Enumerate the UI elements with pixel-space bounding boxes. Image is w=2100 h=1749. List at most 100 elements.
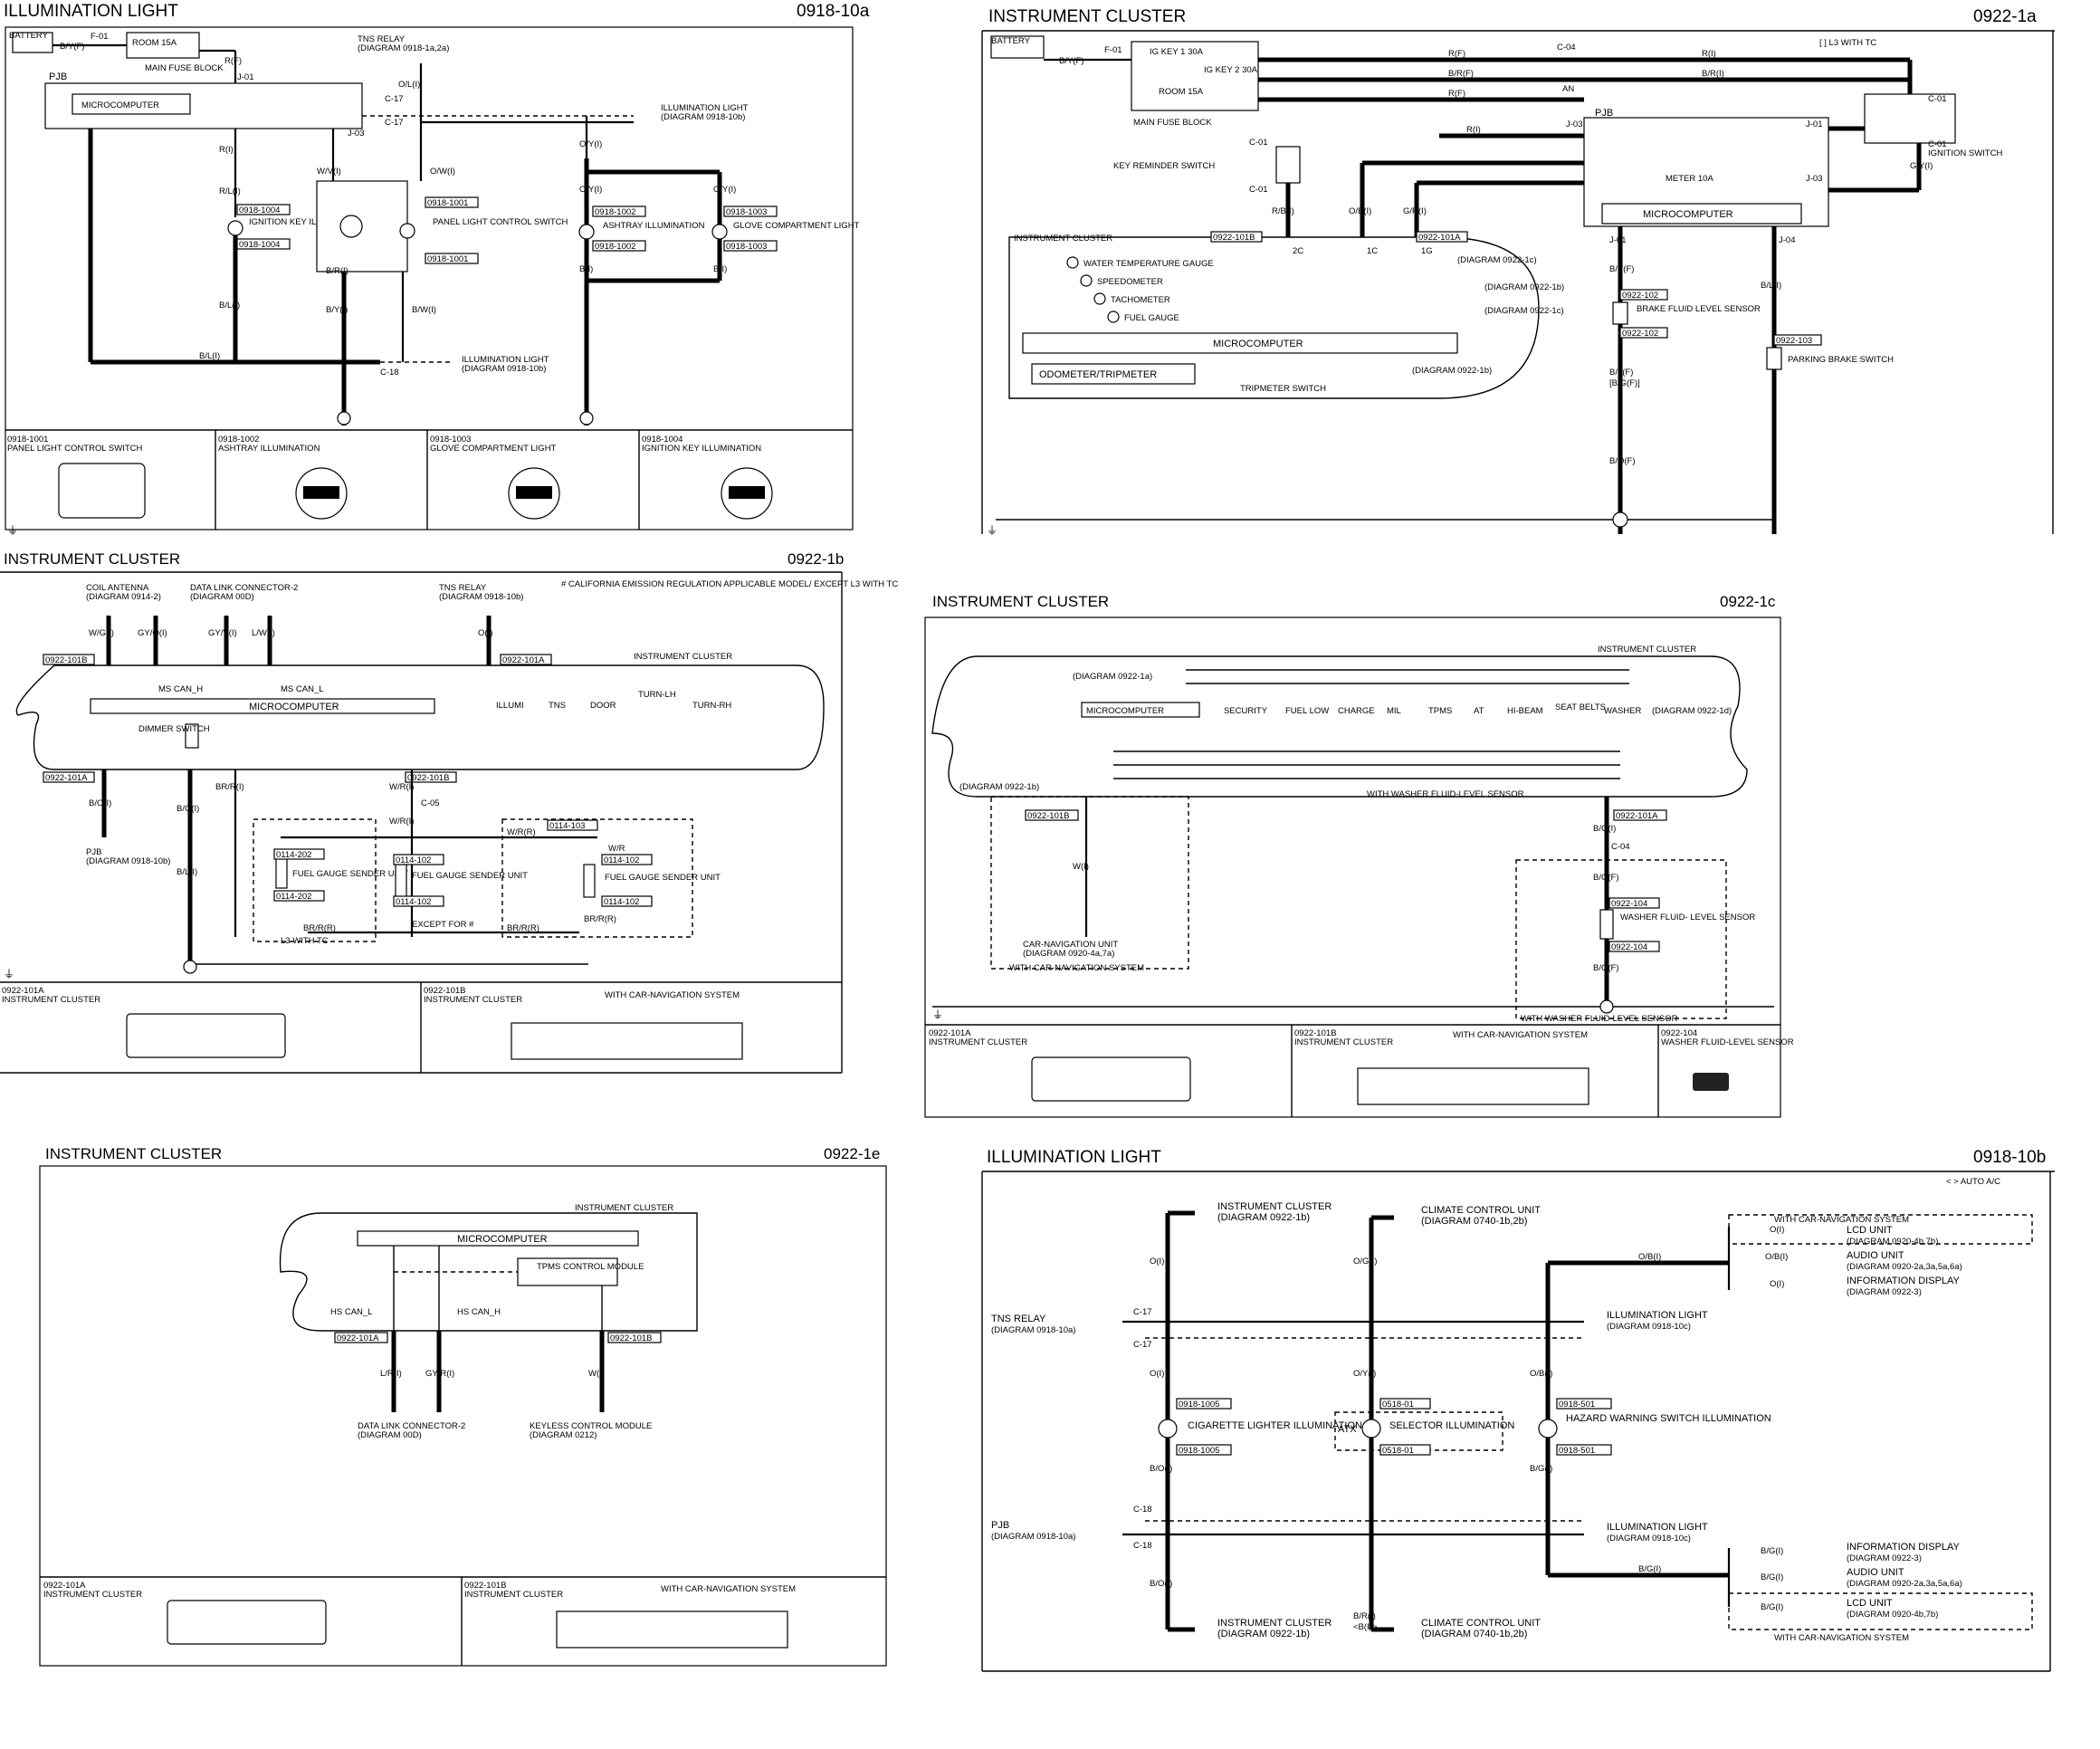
connector-code: 0918-1002: [595, 242, 635, 252]
wire-label: W/G(I): [89, 628, 114, 638]
wire-label: O/G(I): [1353, 1257, 1377, 1266]
wire-label: B/Y(I): [326, 305, 348, 315]
illum-ref: ILLUMINATION LIGHT: [1607, 1522, 1708, 1533]
panel-switch-label: PANEL LIGHT CONTROL SWITCH: [433, 217, 568, 227]
micro-label: MICROCOMPUTER: [81, 100, 159, 110]
wire-label: B/G(I): [1761, 1602, 1783, 1612]
hazard-illum-label: HAZARD WARNING SWITCH ILLUMINATION: [1566, 1413, 1771, 1424]
gauge-label: WATER TEMPERATURE GAUGE: [1083, 259, 1214, 269]
micro-label: MICROCOMPUTER: [249, 702, 339, 712]
j01-label: J-01: [1806, 119, 1822, 129]
connector-code: 0114-102: [604, 897, 639, 907]
indicator-label: SEAT BELTS: [1555, 702, 1606, 712]
ground-8-icon: [337, 411, 351, 425]
wire-label: R/B(I): [1272, 206, 1294, 216]
ground-2-icon: [1599, 999, 1614, 1014]
f01-label: F-01: [91, 32, 109, 42]
cluster-microcomputer: [1022, 332, 1458, 354]
tns-label: TNS RELAY: [439, 583, 487, 593]
ignition-switch: [1864, 93, 1956, 144]
instrument-cluster-outline: [1008, 236, 1540, 399]
diagram-ref: (DIAGRAM 0922-1b): [959, 782, 1039, 792]
cluster-label: INSTRUMENT CLUSTER: [575, 1203, 673, 1213]
brake-fluid-sensor-icon: [1612, 301, 1628, 325]
wire-label: O(I): [1150, 1257, 1164, 1266]
connector-code: 0922-104: [1611, 942, 1647, 952]
wire-label: W/R(I): [389, 817, 414, 827]
microcomputer: [72, 93, 191, 115]
connector-code: 0518-01: [1382, 1400, 1414, 1410]
microcomputer: [357, 1230, 639, 1247]
except-label: EXCEPT FOR #: [412, 920, 474, 930]
dimmer-label: DIMMER SWITCH: [138, 724, 210, 734]
odo-label: ODOMETER/TRIPMETER: [1039, 369, 1157, 380]
connector-code: 0918-501: [1559, 1400, 1595, 1410]
panel-code: 0922-1e: [824, 1145, 880, 1162]
legend-code: 0922-101A: [2, 986, 44, 996]
meter-fuse: METER 10A: [1666, 174, 1713, 184]
legend-name: IGNITION KEY ILLUMINATION: [642, 444, 761, 454]
legend-name: INSTRUMENT CLUSTER: [424, 995, 522, 1005]
nav-group: [990, 796, 1189, 970]
wire-label: B/G(I): [1530, 1464, 1552, 1474]
illum-ref-diagram: (DIAGRAM 0918-10c): [1607, 1322, 1691, 1332]
legend-code: 0918-1004: [642, 435, 682, 444]
cig-illum-label: CIGARETTE LIGHTER ILLUMINATION: [1188, 1420, 1362, 1431]
wire-label: O(I): [478, 628, 492, 638]
microcomputer: [90, 698, 435, 714]
dlc-label: DATA LINK CONNECTOR-2: [190, 583, 298, 593]
fuse-room: ROOM 15A: [1159, 87, 1204, 97]
connector-code: 0114-103: [549, 821, 585, 831]
climate-ref-diagram: (DIAGRAM 0740-1b,2b): [1421, 1629, 1527, 1639]
pjb-box: [44, 82, 363, 129]
connector-code: 0922-102: [1622, 329, 1658, 339]
tns-label: TNS RELAY: [358, 34, 406, 44]
connector-code: 0922-101A: [1418, 233, 1461, 243]
battery-label: BATTERY: [991, 36, 1031, 46]
gauge-label: FUEL GAUGE: [1124, 313, 1179, 323]
wire-label: B/O(I): [1150, 1579, 1172, 1589]
key-reminder-switch: [1275, 146, 1301, 184]
auto-ac-note: < > AUTO A/C: [1946, 1177, 2000, 1187]
c04-label: C-04: [1557, 43, 1576, 53]
wire-label: O/B(I): [1638, 1252, 1661, 1262]
ground-2-icon: [1612, 511, 1628, 528]
ground-icon: ⏚: [987, 524, 998, 537]
bulb-icon: [711, 224, 728, 240]
panel-code: 0922-1b: [788, 550, 844, 568]
ground-7-icon: [579, 411, 594, 425]
connector-101a-face: [126, 1013, 286, 1058]
turn-lh: TURN-LH: [638, 690, 676, 700]
tns-ind: TNS: [549, 701, 566, 711]
pin-label: J-01: [1609, 235, 1626, 245]
legend-code: 0922-101B: [424, 986, 465, 996]
connector-code: 0918-1004: [239, 240, 280, 250]
connector-code: 0918-1003: [726, 207, 767, 217]
wire-label: B(I): [579, 264, 593, 274]
c18-label: C-18: [1133, 1541, 1152, 1551]
wire-label: B/R(I): [1702, 69, 1724, 79]
c17-label: C-17: [1133, 1307, 1152, 1317]
keyless-ref: (DIAGRAM 0212): [530, 1430, 597, 1440]
pjb-label: PJB: [1595, 108, 1613, 119]
c05-label: C-05: [421, 798, 440, 808]
lcd-ref: LCD UNIT: [1847, 1225, 1893, 1236]
wire-label: W/R(I): [389, 782, 414, 792]
gauge-icon: [1066, 256, 1079, 269]
connector-code: 0918-1004: [239, 205, 280, 215]
connector-code: 0918-501: [1559, 1446, 1595, 1456]
pin-label: J-04: [1779, 235, 1795, 245]
cali-group: [501, 818, 693, 938]
an-label: AN: [1562, 84, 1574, 94]
with-nav-label: WITH CAR-NAVIGATION SYSTEM: [605, 990, 740, 1000]
bulb-icon: [1361, 1419, 1381, 1438]
parking-brake-switch-icon: [1766, 347, 1782, 370]
c01-label: C-01: [1928, 94, 1947, 104]
tns-ref: (DIAGRAM 0918-1a,2a): [358, 43, 449, 53]
tns-ref: (DIAGRAM 0918-10a): [991, 1325, 1075, 1335]
wire-label: O/Y(I): [579, 139, 602, 149]
audio-ref: AUDIO UNIT: [1847, 1567, 1904, 1578]
connector-code: 0922-101A: [337, 1333, 379, 1343]
legend-name: GLOVE COMPARTMENT LIGHT: [430, 444, 557, 454]
f01-label: F-01: [1104, 45, 1122, 55]
